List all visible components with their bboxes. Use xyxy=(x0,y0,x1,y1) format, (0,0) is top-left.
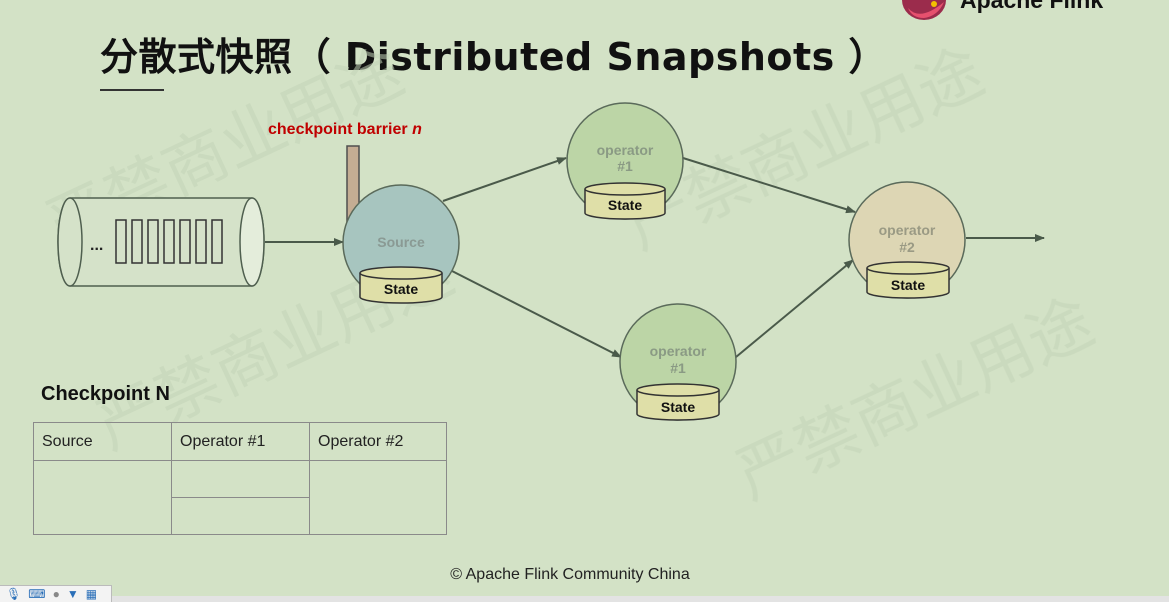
operator2-state: State xyxy=(866,261,950,299)
slide-title: 分散式快照（ Distributed Snapshots ） xyxy=(100,35,888,79)
flink-squirrel-logo-icon xyxy=(902,0,946,20)
source-state: State xyxy=(359,266,443,304)
operator1-cell-b xyxy=(171,497,310,535)
stream-records xyxy=(115,219,223,264)
header-operator2: Operator #2 xyxy=(309,422,447,461)
footer: © Apache Flink Community China xyxy=(450,566,690,583)
dataflow-arrows xyxy=(265,157,1045,358)
operator2-node: operator #2 State xyxy=(848,181,966,299)
arrow-source-to-op1-bottom xyxy=(451,270,622,358)
arrow-source-to-op1-top xyxy=(442,157,567,202)
checkpoint-row xyxy=(33,460,447,535)
stream-record xyxy=(131,219,143,264)
grid-icon[interactable]: ▦ xyxy=(85,587,98,601)
stream-record xyxy=(195,219,207,264)
operator1-bottom-index: #1 xyxy=(670,360,686,376)
checkpoint-header-row: Source Operator #1 Operator #2 xyxy=(33,422,447,461)
source-cell xyxy=(33,460,172,535)
stream-ellipsis: ... xyxy=(90,237,103,254)
operator1-bottom-label: operator xyxy=(650,343,707,359)
arrow-op1-top-to-op2 xyxy=(682,157,856,214)
operator1-top-label: operator xyxy=(597,142,654,158)
brand: Apache Flink xyxy=(900,0,1130,24)
operator2-label: operator xyxy=(879,222,936,238)
stream-record xyxy=(163,219,175,264)
stream-record xyxy=(211,219,223,264)
stream-record xyxy=(147,219,159,264)
source-label: Source xyxy=(377,234,425,250)
operator1-bottom-state: State xyxy=(636,383,720,421)
title-underline xyxy=(100,89,164,91)
taskbar: 🎙 ⌨ ● ▼ ▦ xyxy=(0,585,112,602)
keyboard-icon[interactable]: ⌨ xyxy=(28,587,46,601)
operator1-top-state-label: State xyxy=(608,197,642,213)
source-node: Source State xyxy=(342,184,460,304)
header-operator1: Operator #1 xyxy=(171,422,310,461)
barrier-label: checkpoint barrier n xyxy=(268,121,422,139)
stream-record xyxy=(179,219,191,264)
checkpoint-table: Source Operator #1 Operator #2 xyxy=(33,422,447,535)
operator1-bottom-state-label: State xyxy=(661,399,695,415)
bottom-strip xyxy=(112,596,1169,602)
operator1-bottom-node: operator #1 State xyxy=(619,303,737,421)
input-stream: ... xyxy=(57,197,265,287)
checkpoint-title: Checkpoint N xyxy=(41,383,170,405)
microphone-icon[interactable]: 🎙 xyxy=(6,587,22,601)
operator1-top-node: operator #1 State xyxy=(566,102,684,220)
header-source: Source xyxy=(33,422,172,461)
stream-record xyxy=(115,219,127,264)
operator1-top-state: State xyxy=(584,182,666,220)
barrier-label-text: checkpoint barrier xyxy=(268,121,408,138)
operator2-cell xyxy=(309,460,447,535)
operator1-top-index: #1 xyxy=(617,158,633,174)
shirt-icon[interactable]: ▼ xyxy=(66,587,79,601)
source-state-label: State xyxy=(384,281,418,297)
brand-name: Apache Flink xyxy=(960,0,1104,13)
barrier-index: n xyxy=(412,121,422,138)
operator2-state-label: State xyxy=(891,277,925,293)
operator2-index: #2 xyxy=(899,239,915,255)
user-icon[interactable]: ● xyxy=(52,587,60,601)
operator1-cell-a xyxy=(171,460,310,498)
arrow-op1-bottom-to-op2 xyxy=(735,259,854,358)
checkpoint-row xyxy=(34,497,447,535)
